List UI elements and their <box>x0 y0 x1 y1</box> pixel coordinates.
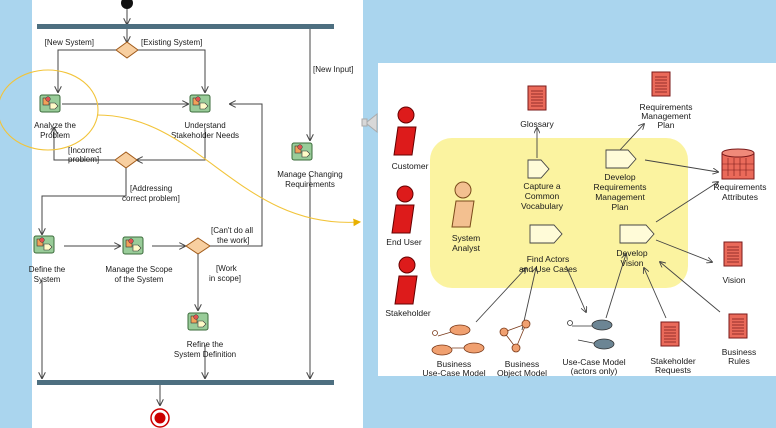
activity-icon[interactable] <box>122 236 144 255</box>
develop-rmp-label: Develop <box>604 172 635 182</box>
refine-definition-label: Refine the <box>187 340 224 349</box>
activity-develop-vision[interactable] <box>619 224 655 244</box>
activity-diagram-panel <box>32 0 363 428</box>
role-stakeholder[interactable] <box>394 256 418 305</box>
business-use-case-model-label: Business <box>437 359 472 369</box>
workflow-labels: Customer End User Stakeholder System Ana… <box>385 102 766 378</box>
fork-bar-top <box>37 24 334 29</box>
svg-text:(actors only): (actors only) <box>571 366 618 376</box>
plan-doc-icon[interactable] <box>651 71 671 97</box>
activity-labels: [New System] [Existing System] [New Inpu… <box>29 38 354 359</box>
capture-vocabulary-label: Capture a <box>523 181 561 191</box>
svg-text:System Definition: System Definition <box>174 350 236 359</box>
svg-text:Plan: Plan <box>611 202 628 212</box>
use-case-model-icon[interactable] <box>567 319 615 350</box>
svg-text:Object Model: Object Model <box>497 368 547 378</box>
svg-text:Requirements: Requirements <box>594 182 647 192</box>
svg-text:of the System: of the System <box>115 275 164 284</box>
role-end-user[interactable] <box>391 185 415 234</box>
manage-changing-label: Manage Changing <box>277 170 342 179</box>
glossary-icon[interactable] <box>527 85 547 111</box>
activity-find-actors[interactable] <box>529 224 563 244</box>
activity-icon[interactable] <box>33 235 55 254</box>
svg-text:Attributes: Attributes <box>722 192 758 202</box>
svg-text:Requirements: Requirements <box>285 180 335 189</box>
guard-new-system: [New System] <box>45 38 94 47</box>
activity-icon[interactable] <box>187 312 209 331</box>
svg-text:Vision: Vision <box>621 258 644 268</box>
speaker-icon <box>361 112 378 134</box>
vision-doc-icon[interactable] <box>723 241 743 267</box>
stakeholder-requests-icon[interactable] <box>660 321 680 347</box>
business-use-case-model-icon[interactable] <box>431 324 485 356</box>
activity-icon[interactable] <box>39 94 61 113</box>
analyze-problem-label: Analyze the <box>34 121 76 130</box>
svg-text:Plan: Plan <box>657 120 674 130</box>
business-rules-label: Business <box>722 347 757 357</box>
start-node <box>121 0 133 9</box>
svg-text:problem]: problem] <box>68 155 99 164</box>
svg-text:Use-Case Model: Use-Case Model <box>422 368 485 378</box>
guard-incorrect-problem: [Incorrect <box>68 146 102 155</box>
focus-area <box>430 138 688 288</box>
database-icon[interactable] <box>721 148 755 180</box>
callout-line <box>96 114 362 227</box>
business-rules-icon[interactable] <box>728 313 748 339</box>
use-case-model-label: Use-Case Model <box>562 357 625 367</box>
business-object-model-icon[interactable] <box>499 319 531 353</box>
svg-text:correct problem]: correct problem] <box>122 194 180 203</box>
req-mgmt-plan-label: Requirements <box>640 102 693 112</box>
svg-text:Requests: Requests <box>655 365 691 375</box>
stakeholder-label: Stakeholder <box>385 308 431 318</box>
find-actors-label: Find Actors <box>527 254 570 264</box>
svg-text:Common: Common <box>525 191 560 201</box>
req-attributes-label: Requirements <box>714 182 767 192</box>
svg-text:Vocabulary: Vocabulary <box>521 201 564 211</box>
decision-problem <box>114 151 138 169</box>
manage-scope-label: Manage the Scope <box>105 265 173 274</box>
develop-vision-label: Develop <box>616 248 647 258</box>
activity-capture-vocabulary[interactable] <box>527 159 550 179</box>
guard-work-in-scope: [Work <box>216 264 238 273</box>
activity-icon[interactable] <box>189 94 211 113</box>
svg-text:in scope]: in scope] <box>209 274 241 283</box>
customer-label: Customer <box>392 161 429 171</box>
svg-text:Analyst: Analyst <box>452 243 481 253</box>
role-customer[interactable] <box>393 106 417 156</box>
guard-addressing-correct: [Addressing <box>130 184 172 193</box>
highlight-ellipse <box>0 69 99 151</box>
svg-text:and Use Cases: and Use Cases <box>519 264 577 274</box>
vision-label: Vision <box>723 275 746 285</box>
guard-new-input: [New Input] <box>313 65 353 74</box>
decision-scope <box>185 237 211 255</box>
workflow-connectors <box>475 124 721 331</box>
understand-needs-label: Understand <box>184 121 225 130</box>
stakeholder-requests-label: Stakeholder <box>650 356 696 366</box>
activity-icon[interactable] <box>291 142 313 161</box>
svg-text:Problem: Problem <box>40 131 70 140</box>
svg-text:System: System <box>34 275 61 284</box>
system-analyst-label: System <box>452 233 480 243</box>
activity-develop-rmp[interactable] <box>605 149 637 169</box>
decision-system <box>115 41 139 59</box>
guard-cant-do-all: [Can't do all <box>211 226 253 235</box>
svg-text:the work]: the work] <box>217 236 249 245</box>
svg-text:Rules: Rules <box>728 356 750 366</box>
left-margin-strip <box>0 0 32 428</box>
end-user-label: End User <box>386 237 422 247</box>
glossary-label: Glossary <box>520 119 554 129</box>
activity-diagram <box>37 0 334 428</box>
svg-text:Stakeholder Needs: Stakeholder Needs <box>171 131 239 140</box>
svg-text:Management: Management <box>641 111 691 121</box>
role-system-analyst[interactable] <box>451 181 475 228</box>
guard-existing-system: [Existing System] <box>141 38 202 47</box>
business-object-model-label: Business <box>505 359 540 369</box>
define-system-label: Define the <box>29 265 66 274</box>
join-bar-bottom <box>37 380 334 385</box>
svg-text:Management: Management <box>595 192 645 202</box>
